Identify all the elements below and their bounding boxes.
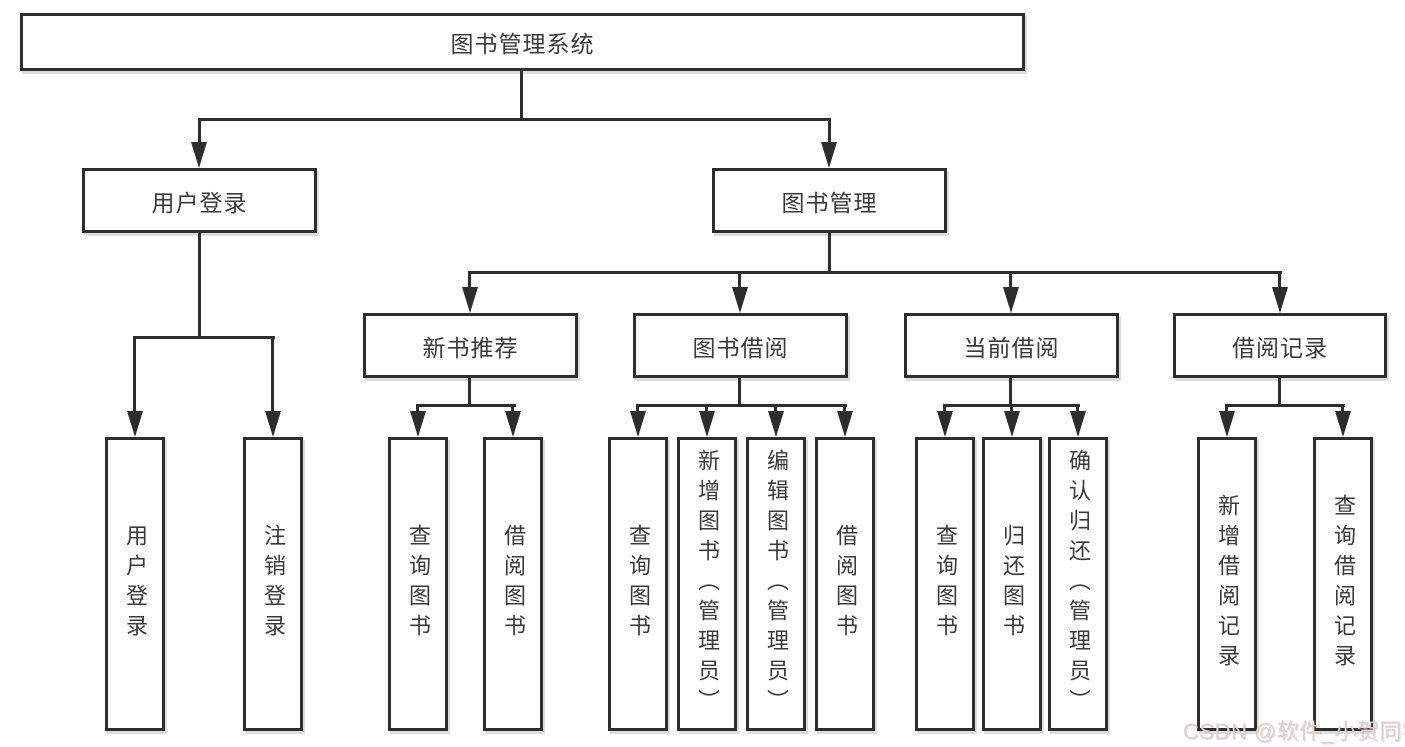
leaf-query-borrow-record: 查询借阅记录 xyxy=(1313,437,1373,731)
leaf-label: 新增借阅记录 xyxy=(1215,494,1240,674)
arrow-down-icon xyxy=(410,411,426,437)
leaf-label: 确认归还（管理员） xyxy=(1066,449,1091,719)
connector-drop-leaf xyxy=(1010,404,1013,414)
arrow-down-icon xyxy=(1219,411,1235,437)
leaf-label: 查询图书 xyxy=(626,524,651,644)
arrow-down-icon xyxy=(1335,411,1351,437)
connector-drop-leaf xyxy=(705,404,708,414)
connector-drop-leaf xyxy=(943,404,946,414)
arrow-down-icon xyxy=(732,287,748,313)
node-new-book-recommendation-label: 新书推荐 xyxy=(422,334,519,361)
arrow-down-icon xyxy=(505,411,521,437)
connector-drop-l3 xyxy=(738,271,741,291)
arrow-down-icon xyxy=(937,411,953,437)
node-library-management-system-label: 图书管理系统 xyxy=(450,31,595,57)
connector-drop-user-login xyxy=(198,118,201,150)
leaf-query-books-borrowing: 查询图书 xyxy=(608,437,668,731)
node-book-management-label: 图书管理 xyxy=(781,189,878,216)
arrow-down-icon xyxy=(821,142,837,168)
connector-l3-stem xyxy=(738,378,741,407)
node-book-borrowing: 图书借阅 xyxy=(633,313,848,378)
connector-root-tbar xyxy=(198,118,831,121)
connector-book-management-tbar xyxy=(468,271,1282,274)
connector-drop-l3 xyxy=(468,271,471,291)
connector-drop-leaf xyxy=(636,404,639,414)
connector-drop-leaf xyxy=(416,404,419,414)
connector-drop-l3 xyxy=(1009,271,1012,291)
arrow-down-icon xyxy=(1070,411,1086,437)
leaf-label: 查询借阅记录 xyxy=(1331,494,1356,674)
connector-user-login-stem xyxy=(198,233,201,339)
arrow-down-icon xyxy=(837,411,853,437)
arrow-down-icon xyxy=(768,411,784,437)
connector-l3-tbar xyxy=(416,404,516,407)
connector-book-management-stem xyxy=(828,233,831,274)
connector-drop-leaf xyxy=(774,404,777,414)
leaf-confirm-return-admin: 确认归还（管理员） xyxy=(1048,437,1108,731)
connector-drop-leaf xyxy=(1076,404,1079,414)
connector-drop-leaf xyxy=(1225,404,1228,414)
node-user-login-label: 用户登录 xyxy=(151,189,248,216)
arrow-down-icon xyxy=(1003,287,1019,313)
leaf-label: 借阅图书 xyxy=(501,524,526,644)
csdn-watermark: CSDN @软件_小贺同学 xyxy=(1183,719,1405,744)
node-current-borrowing-label: 当前借阅 xyxy=(963,334,1060,361)
node-new-book-recommendation: 新书推荐 xyxy=(363,313,578,378)
node-borrowing-records: 借阅记录 xyxy=(1173,313,1387,378)
arrow-down-icon xyxy=(1272,287,1288,313)
leaf-label: 归还图书 xyxy=(1000,524,1025,644)
node-book-borrowing-label: 图书借阅 xyxy=(692,334,789,361)
leaf-borrow-books-borrowing: 借阅图书 xyxy=(815,437,875,731)
leaf-return-book: 归还图书 xyxy=(982,437,1042,731)
arrow-down-icon xyxy=(265,411,281,437)
leaf-label: 借阅图书 xyxy=(833,524,858,644)
connector-drop-l3 xyxy=(1278,271,1281,291)
leaf-label: 注销登录 xyxy=(261,524,286,644)
arrow-down-icon xyxy=(699,411,715,437)
node-book-management: 图书管理 xyxy=(712,168,947,233)
leaf-label: 用户登录 xyxy=(123,524,148,644)
connector-l3-stem xyxy=(1278,378,1281,407)
leaf-query-books-current: 查询图书 xyxy=(915,437,975,731)
leaf-label: 编辑图书（管理员） xyxy=(764,449,789,719)
leaf-add-borrow-record: 新增借阅记录 xyxy=(1197,437,1257,731)
connector-drop-leaf xyxy=(843,404,846,414)
connector-l3-tbar xyxy=(636,404,847,407)
arrow-down-icon xyxy=(630,411,646,437)
connector-l3-stem xyxy=(1009,378,1012,407)
connector-drop-leaf xyxy=(511,404,514,414)
connector-root-stem xyxy=(520,70,523,119)
leaf-user-login: 用户登录 xyxy=(105,437,165,731)
node-borrowing-records-label: 借阅记录 xyxy=(1232,334,1328,361)
leaf-label: 查询图书 xyxy=(933,524,958,644)
leaf-label: 新增图书（管理员） xyxy=(695,449,720,719)
leaf-add-book-admin: 新增图书（管理员） xyxy=(677,437,737,731)
leaf-borrow-books-recommend: 借阅图书 xyxy=(483,437,543,731)
arrow-down-icon xyxy=(1004,411,1020,437)
arrow-down-icon xyxy=(191,142,207,168)
connector-l3-tbar xyxy=(1225,404,1345,407)
connector-drop-leaf xyxy=(271,336,274,416)
connector-drop-leaf xyxy=(1341,404,1344,414)
connector-l3-stem xyxy=(468,378,471,407)
arrow-down-icon xyxy=(127,411,143,437)
leaf-edit-book-admin: 编辑图书（管理员） xyxy=(746,437,806,731)
node-user-login: 用户登录 xyxy=(82,168,317,233)
connector-user-login-tbar xyxy=(133,336,275,339)
leaf-logout: 注销登录 xyxy=(243,437,303,731)
node-library-management-system: 图书管理系统 xyxy=(20,13,1025,71)
arrow-down-icon xyxy=(462,287,478,313)
leaf-label: 查询图书 xyxy=(406,524,431,644)
node-current-borrowing: 当前借阅 xyxy=(904,313,1119,378)
connector-drop-book-management xyxy=(828,118,831,150)
connector-drop-leaf xyxy=(133,336,136,416)
leaf-query-books-recommend: 查询图书 xyxy=(388,437,448,731)
